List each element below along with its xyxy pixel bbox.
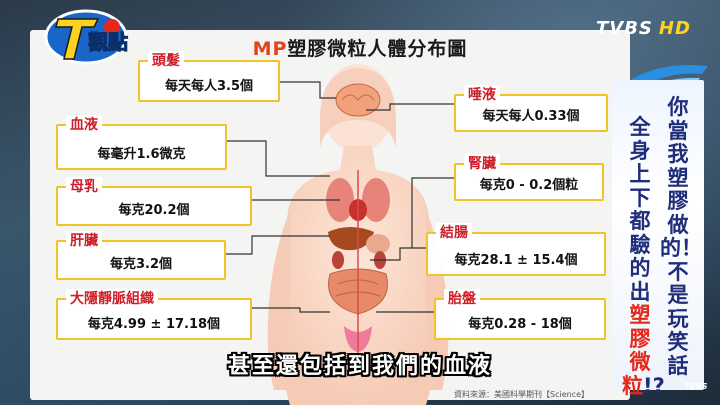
- banner-line-2-suffix: !?: [643, 373, 665, 398]
- banner-line-2-prefix: 全身上下都驗的出: [629, 115, 651, 304]
- body-silhouette: [250, 60, 500, 405]
- card-blood: 血液 每毫升1.6微克: [56, 115, 227, 170]
- card-vein: 大隱靜脈組織 每克4.99 ± 17.18個: [56, 289, 252, 340]
- card-label: 大隱靜脈組織: [66, 289, 158, 309]
- card-label: 結腸: [436, 223, 472, 243]
- card-value: 每毫升1.6微克: [97, 147, 186, 162]
- card-colon: 結腸 每克28.1 ± 15.4個: [426, 223, 606, 276]
- program-logo: 觀點: [44, 9, 129, 65]
- card-value: 每克20.2個: [118, 203, 190, 218]
- title-main: 塑膠微粒人體分布圖: [287, 38, 468, 60]
- card-kidney: 腎臟 每克0 - 0.2個粒: [454, 154, 604, 201]
- chart-title: MP塑膠微粒人體分布圖: [0, 34, 720, 61]
- banner-line-2: 全身上下都驗的出塑膠微粒!?: [622, 115, 665, 398]
- card-hair: 頭髮 每天每人3.5個: [138, 51, 280, 102]
- card-placenta: 胎盤 每克0.28 - 18個: [434, 289, 606, 340]
- card-label: 肝臟: [66, 231, 102, 251]
- card-value: 每天每人3.5個: [164, 79, 254, 94]
- card-liver: 肝臟 每克3.2個: [56, 231, 226, 280]
- side-banner: [612, 80, 704, 390]
- card-saliva: 唾液 每天每人0.33個: [454, 85, 608, 132]
- svg-text:觀點: 觀點: [88, 30, 128, 54]
- banner-line-1: 你當我塑膠做的！不是玩笑話: [660, 95, 702, 378]
- subtitle-caption: 甚至還包括到我們的血液: [227, 354, 492, 379]
- card-value: 每克28.1 ± 15.4個: [454, 253, 578, 268]
- card-value: 每克4.99 ± 17.18個: [87, 317, 221, 332]
- title-prefix: MP: [252, 38, 288, 60]
- card-label: 母乳: [66, 177, 102, 197]
- card-label: 唾液: [464, 85, 500, 105]
- tvbs-mini-logo: TVBS: [684, 382, 708, 391]
- banner-highlight: 塑膠微粒: [622, 303, 651, 398]
- card-value: 每天每人0.33個: [482, 109, 580, 124]
- card-value: 每克0.28 - 18個: [468, 317, 572, 332]
- card-value: 每克3.2個: [109, 257, 173, 272]
- card-label: 頭髮: [148, 51, 184, 71]
- card-label: 腎臟: [464, 154, 500, 174]
- card-label: 胎盤: [444, 289, 480, 309]
- hd-badge: HD: [658, 18, 691, 39]
- source-credit: 資料來源：美國科學期刊【Science】: [454, 390, 590, 399]
- card-label: 血液: [66, 115, 102, 135]
- card-breastmilk: 母乳 每克20.2個: [56, 177, 252, 226]
- tvbs-logo: TVBS: [596, 18, 653, 39]
- card-value: 每克0 - 0.2個粒: [479, 178, 579, 193]
